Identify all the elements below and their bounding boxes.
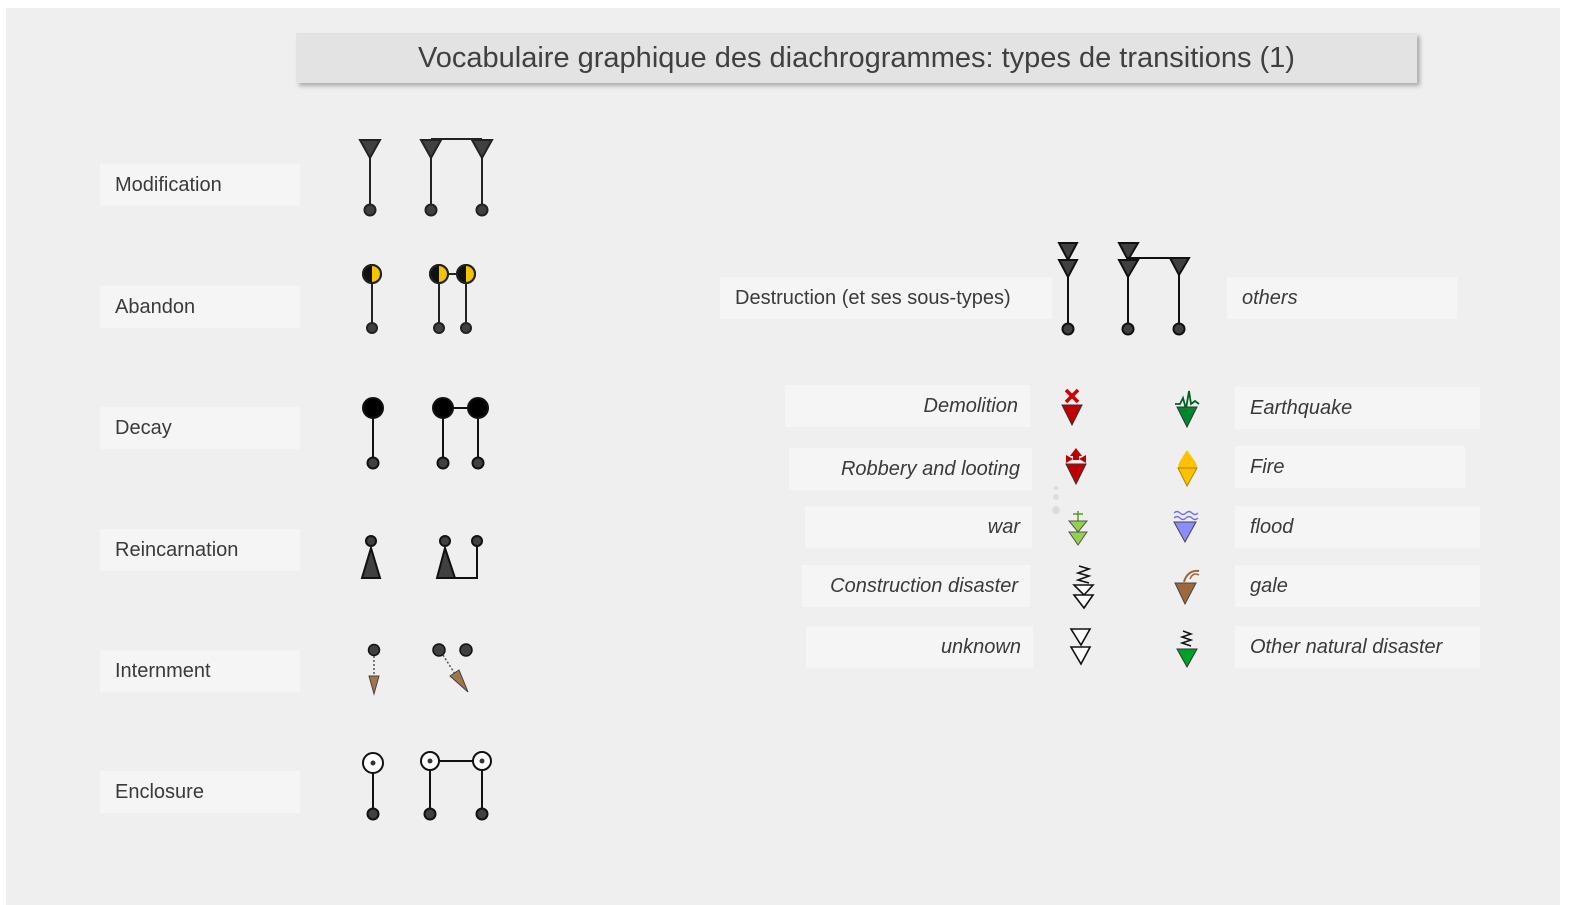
label-destruction: Destruction (et ses sous-types) <box>720 277 1052 319</box>
label-fire: Fire <box>1235 446 1465 488</box>
other-natural-disaster-icon <box>1176 630 1198 669</box>
reincarnation-double-icon <box>435 535 483 579</box>
label-enclosure: Enclosure <box>100 771 300 813</box>
label-unknown: unknown <box>806 626 1033 668</box>
robbery-icon <box>1065 448 1087 486</box>
label-others: others <box>1227 277 1457 319</box>
flood-icon <box>1173 510 1199 544</box>
modification-single-icon <box>358 139 382 217</box>
decay-double-icon <box>432 397 489 470</box>
internment-double-icon <box>432 643 473 693</box>
modification-symbol <box>358 138 494 217</box>
gale-icon <box>1174 569 1200 606</box>
internment-single-icon <box>367 643 381 696</box>
destruction-symbol <box>1057 242 1191 336</box>
label-gale: gale <box>1235 565 1480 607</box>
decay-symbol <box>362 397 489 470</box>
demolition-icon <box>1061 388 1083 427</box>
label-abandon: Abandon <box>100 286 300 328</box>
destruction-single-icon <box>1057 242 1079 336</box>
enclosure-symbol <box>362 751 492 821</box>
unknown-icon <box>1069 628 1092 666</box>
enclosure-double-icon <box>420 751 492 821</box>
decay-single-icon <box>362 397 384 470</box>
label-internment: Internment <box>100 650 300 692</box>
faint-dots <box>1052 486 1060 514</box>
label-robbery: Robbery and looting <box>789 448 1032 490</box>
fire-icon <box>1177 450 1198 488</box>
abandon-double-icon <box>429 264 476 334</box>
label-demolition: Demolition <box>785 385 1030 427</box>
internment-symbol <box>367 643 473 696</box>
label-flood: flood <box>1235 506 1480 548</box>
construction-disaster-icon <box>1072 565 1095 610</box>
enclosure-single-icon <box>362 752 384 821</box>
modification-double-icon <box>419 138 494 217</box>
war-icon <box>1067 511 1089 546</box>
label-earthquake: Earthquake <box>1235 387 1480 429</box>
earthquake-icon <box>1175 390 1200 429</box>
reincarnation-single-icon <box>360 535 382 579</box>
label-modification: Modification <box>100 164 300 206</box>
abandon-symbol <box>362 264 476 334</box>
label-war: war <box>805 506 1032 548</box>
label-construction-disaster: Construction disaster <box>802 565 1030 607</box>
label-reincarnation: Reincarnation <box>100 529 300 571</box>
label-other-natural-disaster: Other natural disaster <box>1235 626 1480 668</box>
abandon-single-icon <box>362 264 382 334</box>
reincarnation-symbol <box>360 535 483 579</box>
page-title: Vocabulaire graphique des diachrogrammes… <box>418 41 1295 74</box>
label-decay: Decay <box>100 407 300 449</box>
title-box: Vocabulaire graphique des diachrogrammes… <box>296 33 1417 83</box>
destruction-double-icon <box>1117 242 1191 336</box>
